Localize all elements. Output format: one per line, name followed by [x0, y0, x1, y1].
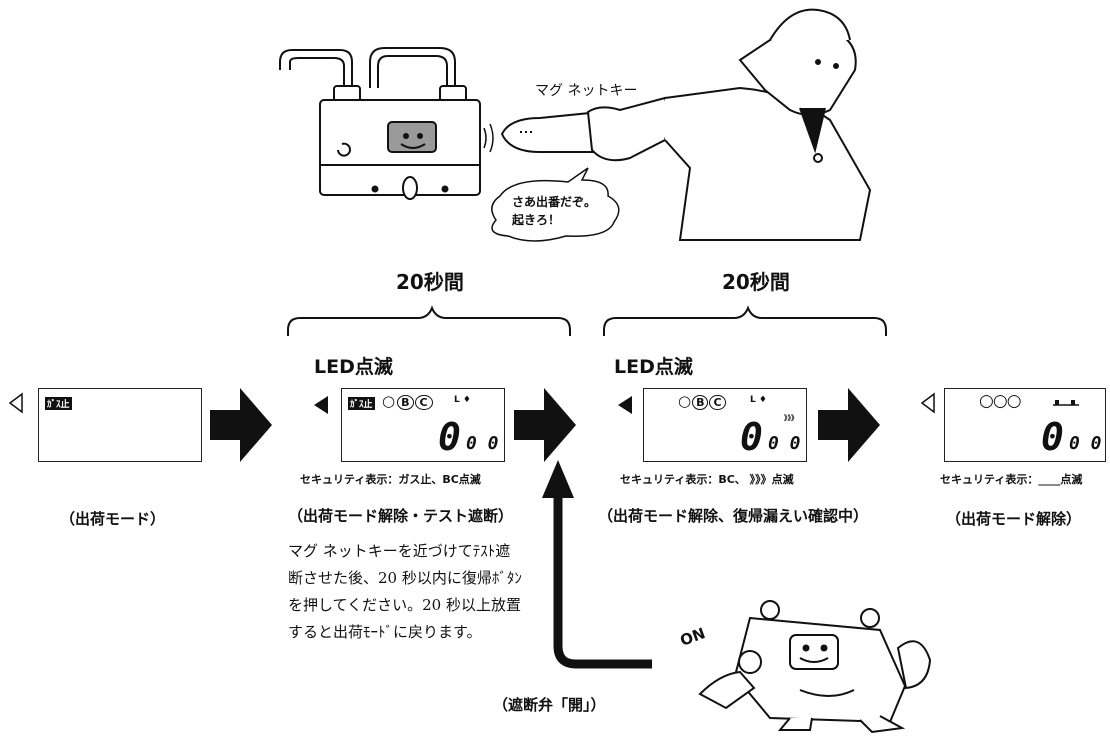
- gas-stop-indicator: ｶﾞｽ止: [348, 397, 375, 410]
- digit-main: 0: [438, 415, 461, 459]
- gas-stop-indicator: ｶﾞｽ止: [45, 397, 72, 410]
- led-label-2: LED点滅: [614, 356, 693, 378]
- man-illustration: [586, 8, 872, 241]
- arrow-right-icon: [210, 388, 272, 462]
- meter-robot-illustration: [698, 600, 932, 734]
- digit-main: 0: [1041, 415, 1064, 459]
- return-arrow-icon: [542, 460, 652, 669]
- flow-chevrons: 》》》: [784, 414, 798, 422]
- timer-label-2: 20秒間: [722, 270, 790, 294]
- timer-label-1: 20秒間: [396, 270, 464, 294]
- circle-3: ○: [1006, 391, 1022, 411]
- pointer-triangle-filled-icon: [314, 396, 328, 414]
- digit-sub: 0 0: [768, 433, 801, 454]
- circle-1: ○: [979, 391, 994, 411]
- led-label-1: LED点滅: [314, 356, 393, 378]
- bar-indicator-icon: [1053, 400, 1079, 406]
- caption-4: セキュリティ表示：____点滅: [940, 473, 1083, 486]
- mode-label-1: （出荷モード）: [60, 510, 166, 528]
- gas-meter-icon: [319, 85, 481, 200]
- circle-b: B: [692, 395, 709, 410]
- pointer-triangle-filled-icon: [618, 396, 632, 414]
- valve-open-label: （遮断弁「開」）: [493, 696, 606, 714]
- speech-bubble-shape: [491, 167, 620, 242]
- speech-bubble-text: さあ出番だぞ。 起きろ！: [512, 195, 597, 227]
- pointer-triangle-icon: [920, 392, 935, 414]
- digit-main: 0: [740, 415, 763, 459]
- mode-label-3: （出荷モード解除、復帰漏えい確認中）: [598, 507, 869, 525]
- caption-3: セキュリティ表示：BC、 》》》点滅: [620, 473, 794, 486]
- circle-c: C: [709, 395, 726, 410]
- lcd-display-4: ○○○ 0 0 0: [944, 388, 1106, 462]
- arrow-right-icon: [514, 388, 576, 462]
- digit-sub: 0 0: [1069, 433, 1102, 454]
- magnet-wave-icon: [483, 123, 494, 153]
- circle-b: B: [397, 395, 415, 410]
- arrow-right-icon: [818, 388, 880, 462]
- brace-1: [287, 305, 571, 336]
- circle-c: C: [415, 395, 433, 410]
- mode-label-2: （出荷モード解除・テスト遮断）: [288, 507, 514, 525]
- magnet-key-label: マグ ネットキー: [535, 83, 638, 99]
- brace-2: [603, 305, 887, 336]
- mode-label-4: （出荷モード解除）: [946, 510, 1082, 528]
- digit-sub: 0 0: [466, 433, 499, 454]
- lt-indicator: L ♦: [750, 395, 767, 405]
- pipe-icon: [279, 47, 456, 88]
- instruction-note: マグ ネットキーを近づけてﾃｽﾄ遮断させた後、20 秒以内に復帰ﾎﾞﾀﾝを押して…: [288, 542, 522, 641]
- pointer-triangle-icon: [8, 392, 23, 414]
- lt-indicator: L ♦: [454, 395, 471, 405]
- circle-o: ○: [382, 392, 397, 410]
- lcd-display-1: ｶﾞｽ止: [38, 388, 202, 462]
- circle-2: ○: [992, 391, 1008, 411]
- circle-o: ○: [678, 392, 692, 410]
- top-illustration: [279, 8, 872, 242]
- security-circles: ○○○: [979, 391, 1022, 411]
- caption-2: セキュリティ表示：ガス止、BC点滅: [300, 473, 481, 486]
